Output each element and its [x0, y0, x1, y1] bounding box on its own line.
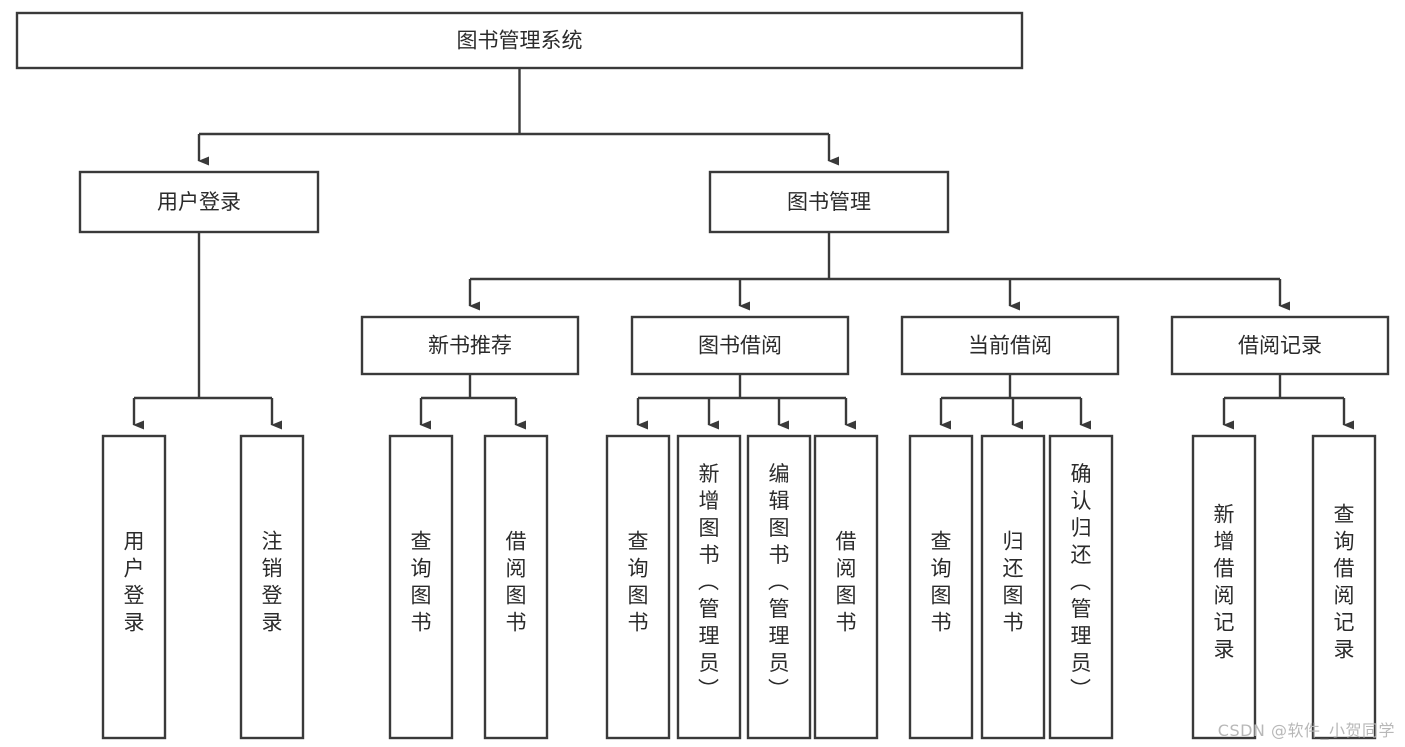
node-box-leaf-return-book	[980, 434, 1046, 740]
node-label-leaf-query-book-rec: 查询图书	[411, 530, 432, 635]
node-label-user-login: 用户登录	[157, 190, 241, 214]
node-label-leaf-add-book: 新增图书（管理员）	[698, 462, 720, 702]
node-leaf-add-borrow-record[interactable]: 新增借阅记录	[1191, 434, 1257, 740]
node-box-leaf-borrow-book	[813, 434, 879, 740]
node-label-leaf-return-book: 归还图书	[1003, 530, 1024, 635]
node-box-user-login	[78, 170, 320, 234]
node-box-leaf-add-borrow-record	[1191, 434, 1257, 740]
node-book-borrow[interactable]: 图书借阅	[630, 315, 850, 376]
node-box-book-manage	[708, 170, 950, 234]
node-label-leaf-query-book-borrow: 查询图书	[628, 530, 649, 635]
node-box-leaf-user-login	[101, 434, 167, 740]
node-new-book-recommend[interactable]: 新书推荐	[360, 315, 580, 376]
node-box-leaf-query-book-current	[908, 434, 974, 740]
node-leaf-logout-login[interactable]: 注销登录	[239, 434, 305, 740]
node-box-leaf-logout-login	[239, 434, 305, 740]
node-label-leaf-confirm-return: 确认归还（管理员）	[1070, 462, 1092, 702]
node-label-leaf-query-book-current: 查询图书	[931, 530, 952, 635]
node-borrow-record[interactable]: 借阅记录	[1170, 315, 1390, 376]
node-label-book-manage: 图书管理	[787, 190, 871, 214]
node-user-login[interactable]: 用户登录	[78, 170, 320, 234]
node-label-root: 图书管理系统	[457, 29, 583, 53]
node-leaf-confirm-return[interactable]: 确认归还（管理员）	[1048, 434, 1114, 740]
node-box-leaf-add-book	[676, 434, 742, 740]
node-label-book-borrow: 图书借阅	[698, 334, 782, 358]
node-label-leaf-edit-book: 编辑图书（管理员）	[768, 462, 790, 702]
node-leaf-user-login[interactable]: 用户登录	[101, 434, 167, 740]
node-leaf-query-book-borrow[interactable]: 查询图书	[605, 434, 671, 740]
connector-group-user-login	[132, 232, 282, 430]
node-leaf-query-book-rec[interactable]: 查询图书	[388, 434, 454, 740]
node-current-borrow[interactable]: 当前借阅	[900, 315, 1120, 376]
node-label-leaf-borrow-book: 借阅图书	[836, 530, 857, 635]
node-label-leaf-logout-login: 注销登录	[262, 530, 283, 635]
connector-group-borrow-record	[1222, 374, 1354, 430]
connector-group-book-manage	[468, 232, 1290, 311]
node-label-leaf-user-login: 用户登录	[124, 530, 145, 635]
node-box-leaf-query-book-rec	[388, 434, 454, 740]
node-box-current-borrow	[900, 315, 1120, 376]
node-leaf-add-book[interactable]: 新增图书（管理员）	[676, 434, 742, 740]
node-label-leaf-query-borrow-record: 查询借阅记录	[1334, 503, 1355, 662]
node-box-root	[15, 11, 1024, 70]
node-leaf-borrow-book[interactable]: 借阅图书	[813, 434, 879, 740]
connector-layer	[132, 68, 1354, 430]
node-box-leaf-edit-book	[746, 434, 812, 740]
node-layer: 图书管理系统用户登录图书管理新书推荐图书借阅当前借阅借阅记录用户登录注销登录查询…	[15, 11, 1390, 740]
node-box-leaf-confirm-return	[1048, 434, 1114, 740]
node-label-leaf-borrow-book-rec: 借阅图书	[506, 530, 527, 635]
node-box-book-borrow	[630, 315, 850, 376]
node-box-borrow-record	[1170, 315, 1390, 376]
node-label-leaf-add-borrow-record: 新增借阅记录	[1214, 503, 1235, 662]
connector-group-book-borrow	[636, 374, 856, 430]
node-root[interactable]: 图书管理系统	[15, 11, 1024, 70]
node-leaf-query-book-current[interactable]: 查询图书	[908, 434, 974, 740]
node-book-manage[interactable]: 图书管理	[708, 170, 950, 234]
node-leaf-borrow-book-rec[interactable]: 借阅图书	[483, 434, 549, 740]
connector-group-current-borrow	[939, 374, 1091, 430]
node-leaf-query-borrow-record[interactable]: 查询借阅记录	[1311, 434, 1377, 740]
node-box-new-book-recommend	[360, 315, 580, 376]
node-box-leaf-query-book-borrow	[605, 434, 671, 740]
node-label-new-book-recommend: 新书推荐	[428, 334, 512, 358]
node-leaf-return-book[interactable]: 归还图书	[980, 434, 1046, 740]
connector-group-root	[197, 68, 839, 166]
node-label-current-borrow: 当前借阅	[968, 334, 1052, 358]
node-leaf-edit-book[interactable]: 编辑图书（管理员）	[746, 434, 812, 740]
node-label-borrow-record: 借阅记录	[1238, 334, 1322, 358]
connector-group-new-book-recommend	[419, 374, 526, 430]
node-box-leaf-borrow-book-rec	[483, 434, 549, 740]
node-box-leaf-query-borrow-record	[1311, 434, 1377, 740]
